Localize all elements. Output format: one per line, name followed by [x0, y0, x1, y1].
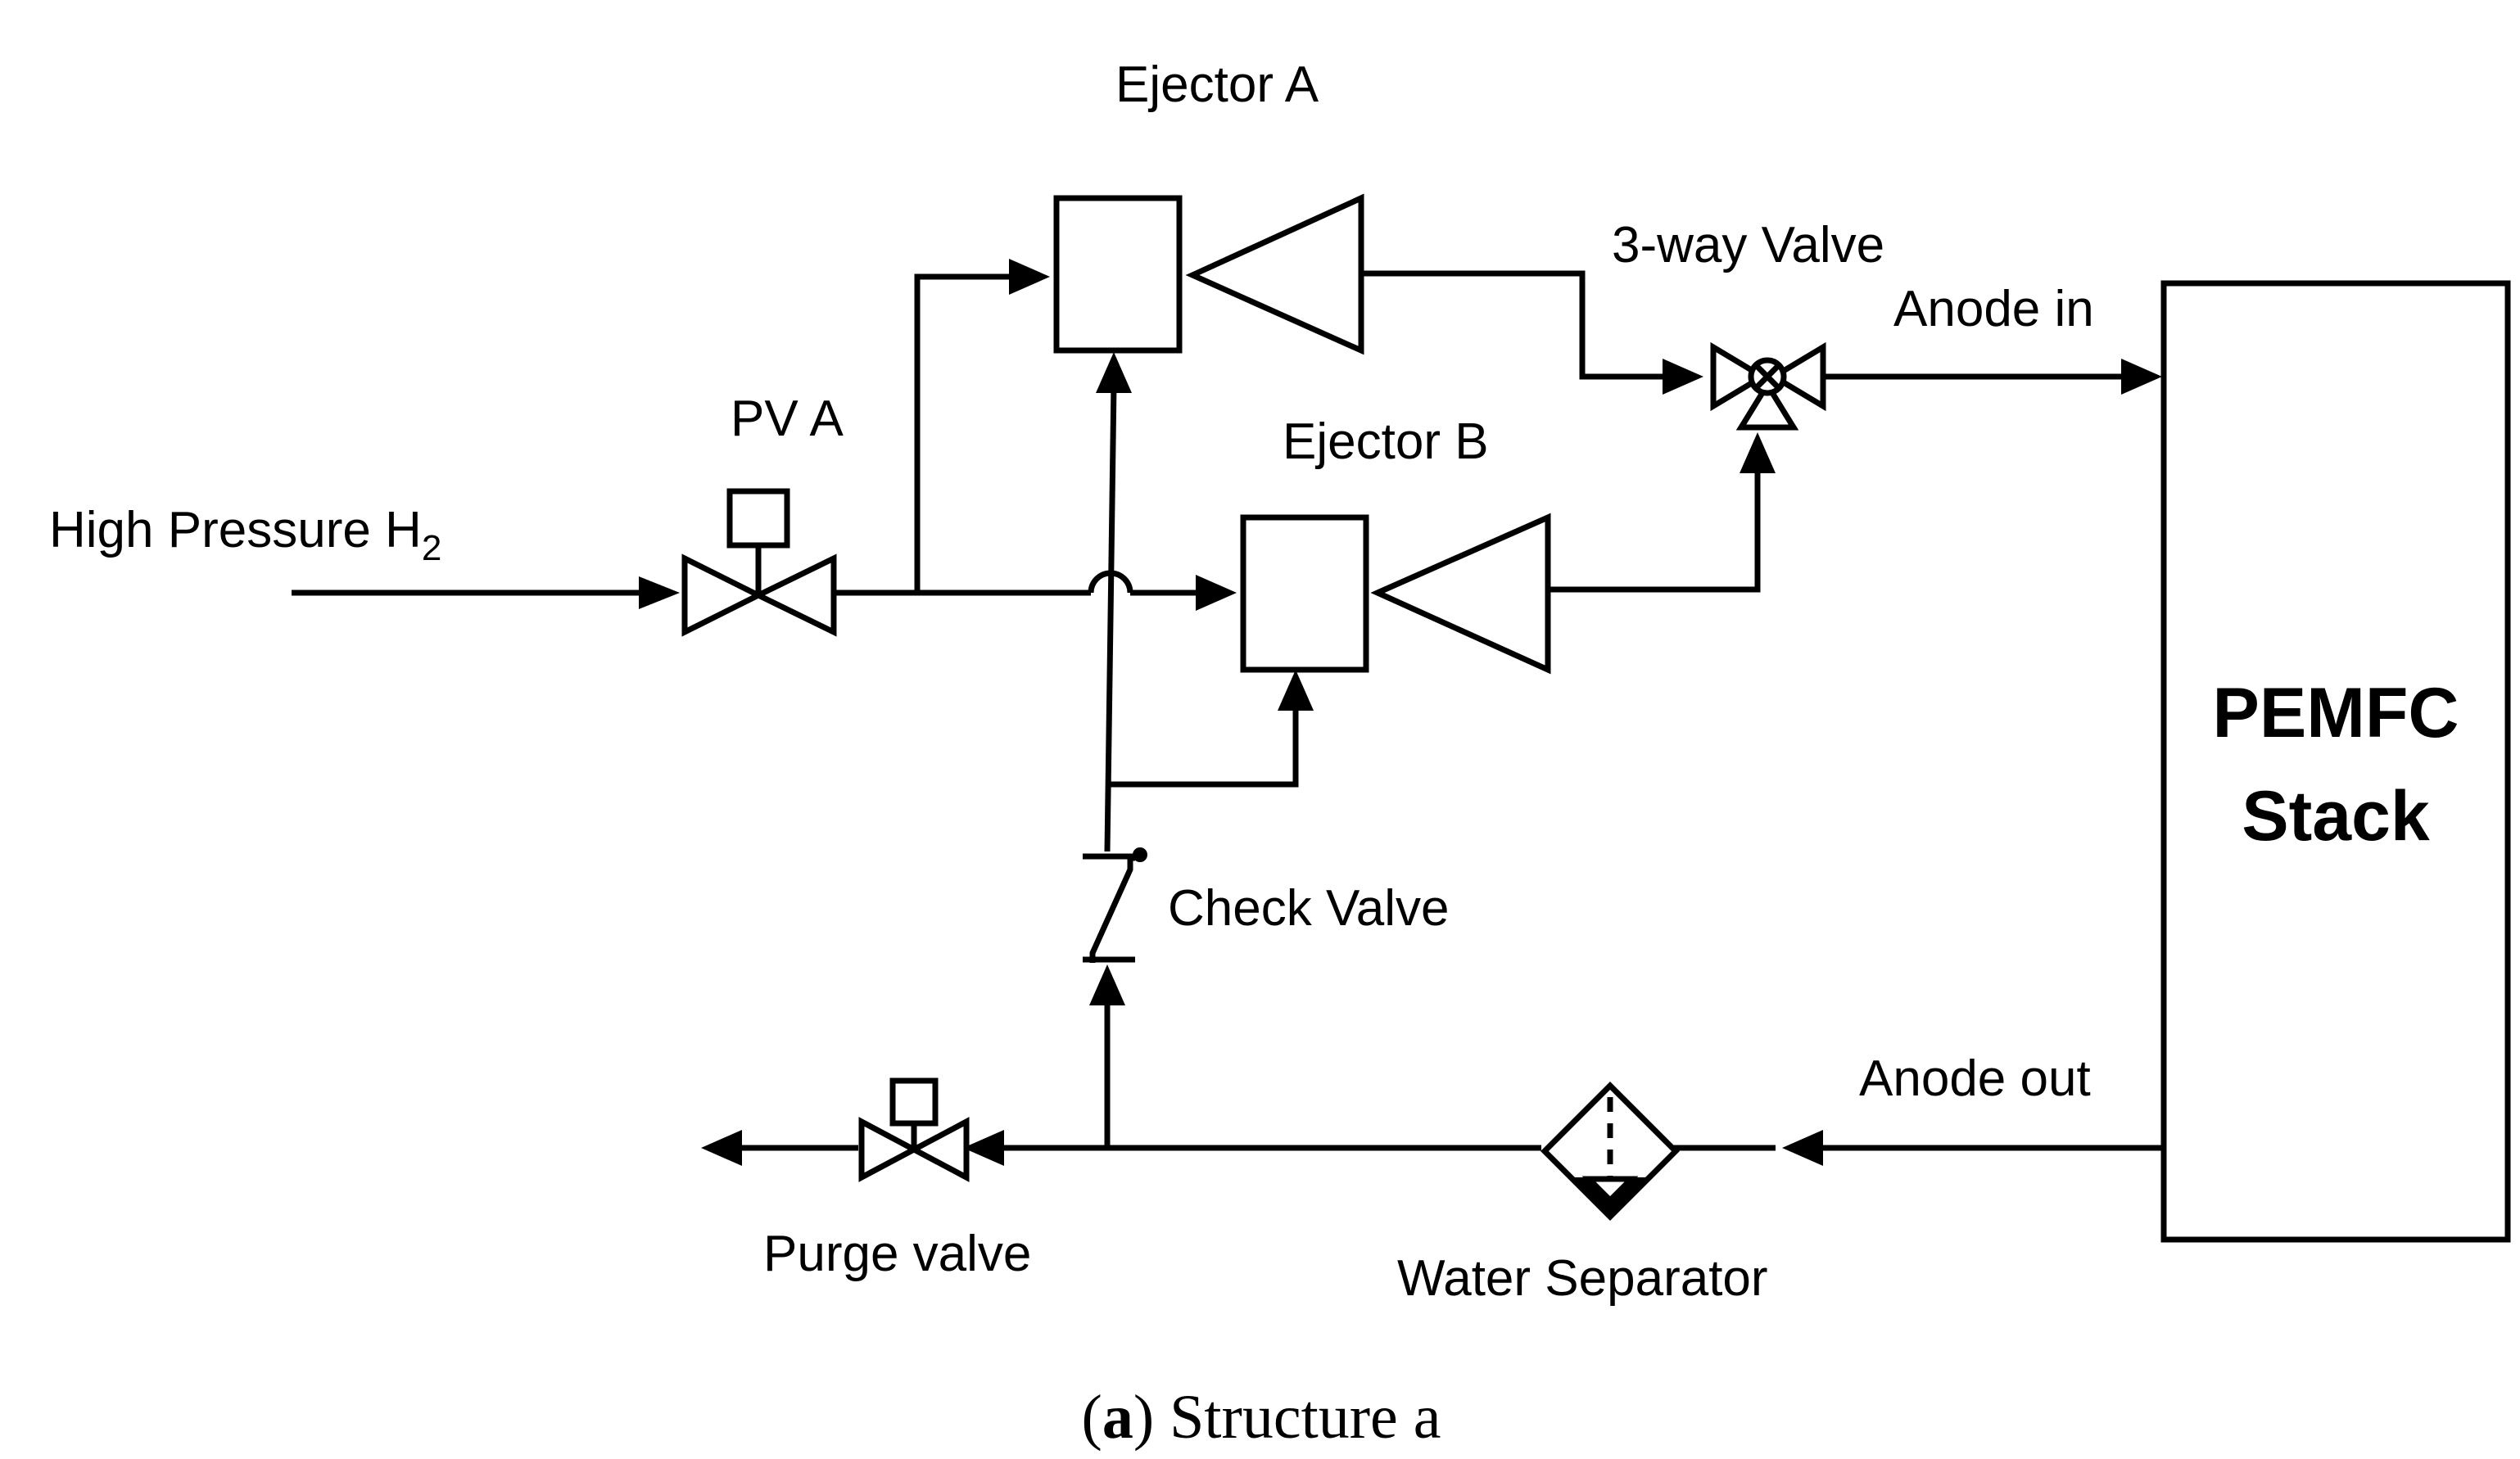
- h2-supply-arrow: [639, 576, 680, 609]
- three-way-valve-label: 3-way Valve: [1612, 217, 1884, 273]
- ejector-b-suction-pipe: [1109, 704, 1299, 788]
- check-valve-label: Check Valve: [1168, 880, 1449, 937]
- ejector-a: [1053, 193, 1364, 355]
- three-way-inlet-arrow: [1663, 359, 1703, 395]
- pv-a-valve: [681, 488, 837, 637]
- high-pressure-label: High Pressure H2: [49, 502, 441, 568]
- ejector-a-label: Ejector A: [1115, 56, 1319, 113]
- anode-out-arrow: [1782, 1130, 1823, 1166]
- ejector-b-label: Ejector B: [1283, 413, 1489, 470]
- ejector-b-inlet-arrow: [1196, 575, 1237, 611]
- water-separator: [1541, 1082, 1680, 1221]
- purge-exhaust-arrow: [701, 1130, 742, 1166]
- ejector-a-inlet-arrow: [1009, 259, 1050, 295]
- three-way-valve: [1710, 341, 1826, 431]
- ejector-b-suction-arrow: [1278, 670, 1314, 711]
- purge-valve: [858, 1077, 970, 1182]
- branch-to-ejector-a-pipe: [914, 273, 1024, 593]
- recirc-upper-pipe: [1104, 384, 1117, 852]
- figure-caption: (a) Structure a: [1082, 1383, 1441, 1452]
- ejector-a-suction-arrow: [1096, 352, 1132, 393]
- recirc-lower-arrow: [1089, 964, 1125, 1005]
- stack-label-line1: PEMFC: [2213, 674, 2459, 752]
- ejector-b-outlet-pipe: [1544, 458, 1761, 593]
- anode-out-label: Anode out: [1859, 1050, 2091, 1107]
- purge-valve-label: Purge valve: [763, 1226, 1031, 1282]
- water-separator-label: Water Separator: [1397, 1250, 1768, 1307]
- anode-in-arrow: [2121, 359, 2162, 395]
- purge-inlet-arrow: [963, 1130, 1004, 1166]
- pemfc-stack: [2160, 280, 2511, 1243]
- three-way-bottom-arrow: [1740, 432, 1776, 473]
- anode-in-label: Anode in: [1893, 281, 2094, 337]
- ejector-b: [1240, 513, 1551, 675]
- stack-label-line2: Stack: [2242, 777, 2430, 856]
- ejector-a-outlet-pipe: [1361, 270, 1687, 380]
- check-valve: [1083, 847, 1147, 963]
- pv-a-label: PV A: [731, 391, 844, 447]
